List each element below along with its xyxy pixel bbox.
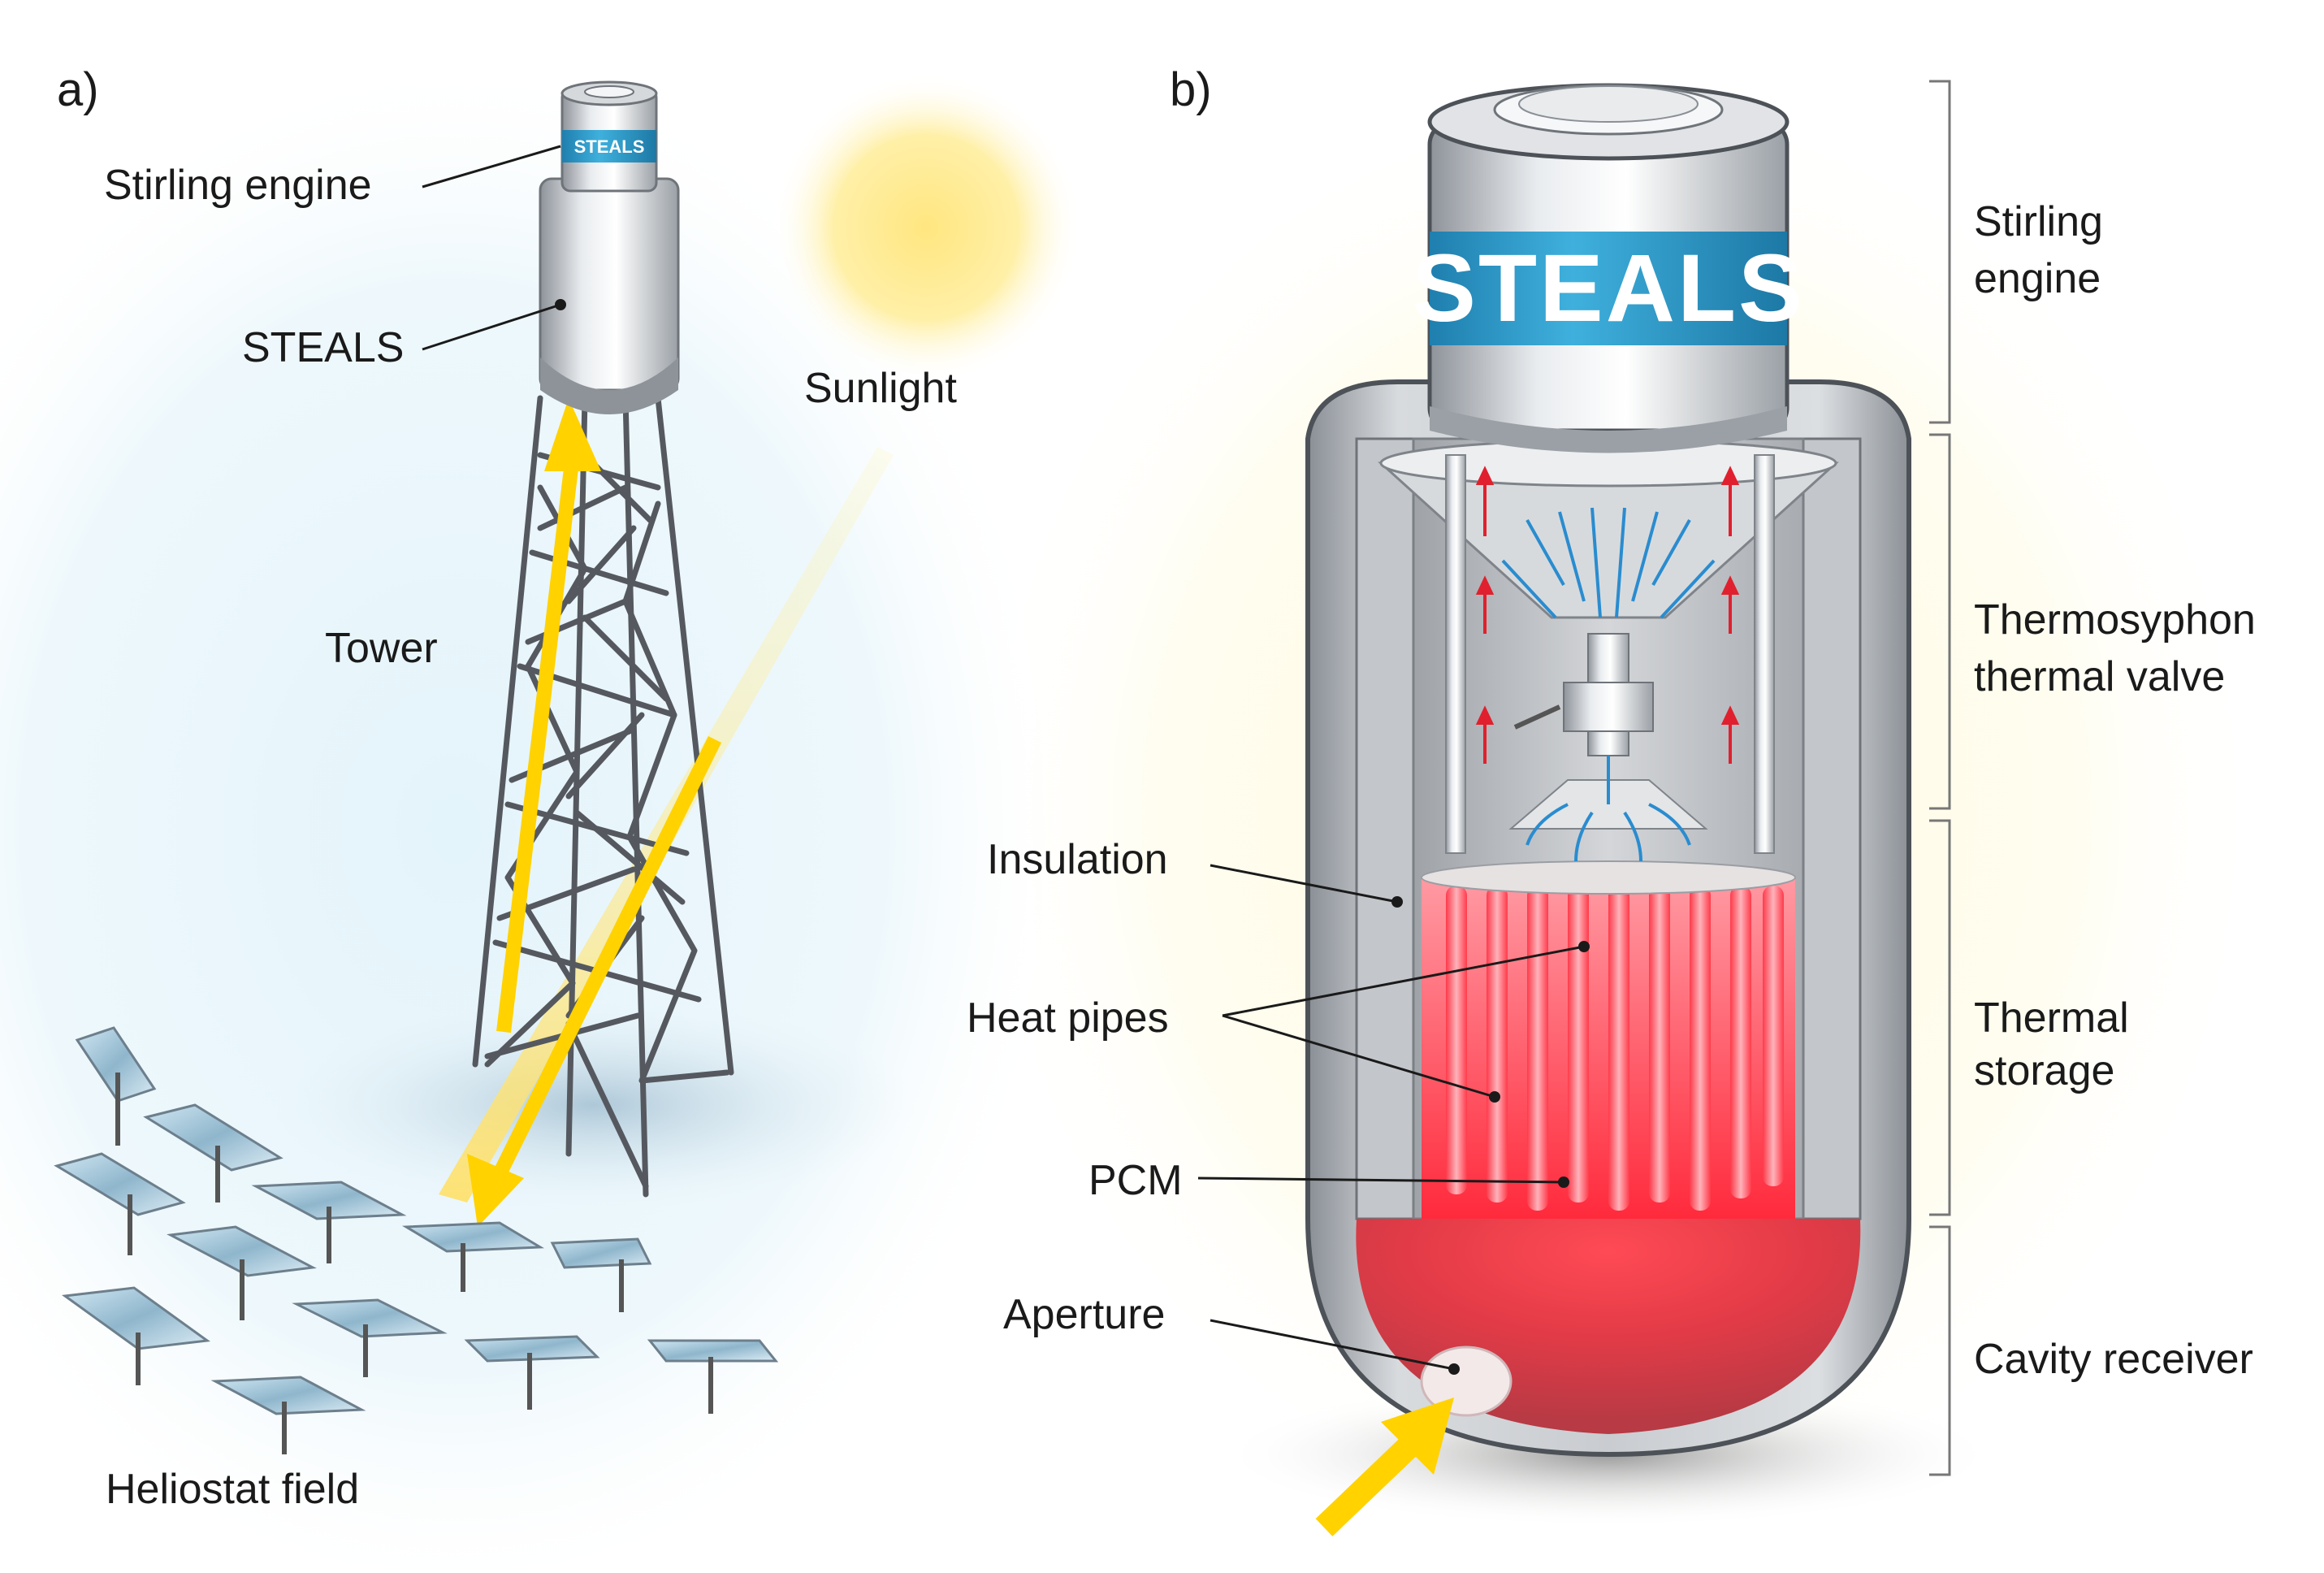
- leader-heat-pipes-1: [1222, 945, 1585, 1017]
- panel-b-label: b): [1170, 63, 1212, 116]
- pcm-top-plate: [1421, 860, 1796, 895]
- section-storage-line1: Thermal: [1974, 994, 2129, 1042]
- leader-pcm: [1197, 1176, 1564, 1184]
- label-stirling-engine: Stirling engine: [104, 162, 372, 209]
- section-storage-line2: storage: [1974, 1047, 2114, 1094]
- heliostat-field: [54, 1026, 779, 1454]
- section-stirling-line2: engine: [1974, 255, 2101, 302]
- valve-body: [1563, 682, 1654, 732]
- heliostat: [292, 1298, 448, 1377]
- heliostat: [464, 1335, 600, 1410]
- tower-steals-module: STEALS: [539, 80, 680, 414]
- label-heat-pipes: Heat pipes: [967, 994, 1169, 1042]
- label-steals: STEALS: [242, 324, 404, 371]
- leader-steals: [422, 303, 561, 351]
- sun-icon: [772, 73, 1080, 382]
- label-tower: Tower: [325, 625, 438, 672]
- heliostat: [550, 1237, 652, 1312]
- heliostat: [210, 1376, 366, 1454]
- leader-stirling: [422, 145, 561, 188]
- heliostat: [75, 1026, 157, 1146]
- label-insulation: Insulation: [987, 836, 1168, 883]
- label-aperture: Aperture: [1003, 1291, 1165, 1338]
- riser-pipe-left: [1445, 454, 1466, 854]
- heliostat: [54, 1152, 186, 1255]
- section-valve-line1: Thermosyphon: [1974, 596, 2256, 644]
- blue-flow-arrows: [1501, 507, 1716, 862]
- reflected-beam-arrow: [467, 398, 722, 1227]
- aperture-opening: [1420, 1346, 1513, 1417]
- tower-ground-shadow: [268, 999, 918, 1211]
- heat-pipes: [1446, 886, 1784, 1211]
- incoming-sunlight-arrow: [1315, 1398, 1454, 1536]
- heliostat: [647, 1339, 779, 1414]
- section-brackets: [1929, 80, 1951, 1476]
- heliostat: [167, 1225, 317, 1320]
- panel-b-receiver-scene: STEALS b) Insulation Heat pipes PCM Aper…: [967, 63, 2266, 1544]
- heliostat: [143, 1103, 283, 1202]
- section-cavity: Cavity receiver: [1974, 1336, 2253, 1383]
- leader-insulation: [1210, 864, 1398, 904]
- panel-a-tower-scene: STEALS a) Stirling engine STEALS Sunligh…: [0, 49, 1080, 1573]
- label-sunlight: Sunlight: [804, 365, 957, 412]
- stirling-engine-cap: STEALS: [1412, 83, 1805, 453]
- section-valve-line2: thermal valve: [1974, 653, 2225, 700]
- heliostat: [61, 1286, 211, 1385]
- receiver-badge-text: STEALS: [1412, 235, 1805, 342]
- panel-a-label: a): [57, 63, 99, 116]
- riser-pipe-right: [1754, 454, 1775, 854]
- heliostat: [251, 1181, 407, 1263]
- section-stirling-line1: Stirling: [1974, 198, 2103, 245]
- tower-badge-text: STEALS: [574, 136, 645, 157]
- dot-steals: [555, 299, 566, 310]
- heliostat: [401, 1221, 545, 1292]
- leader-heat-pipes-2: [1222, 1014, 1495, 1098]
- label-pcm: PCM: [1088, 1157, 1183, 1204]
- red-flow-arrows: [1475, 466, 1740, 764]
- label-heliostat-field: Heliostat field: [106, 1466, 359, 1513]
- leader-aperture: [1210, 1319, 1455, 1371]
